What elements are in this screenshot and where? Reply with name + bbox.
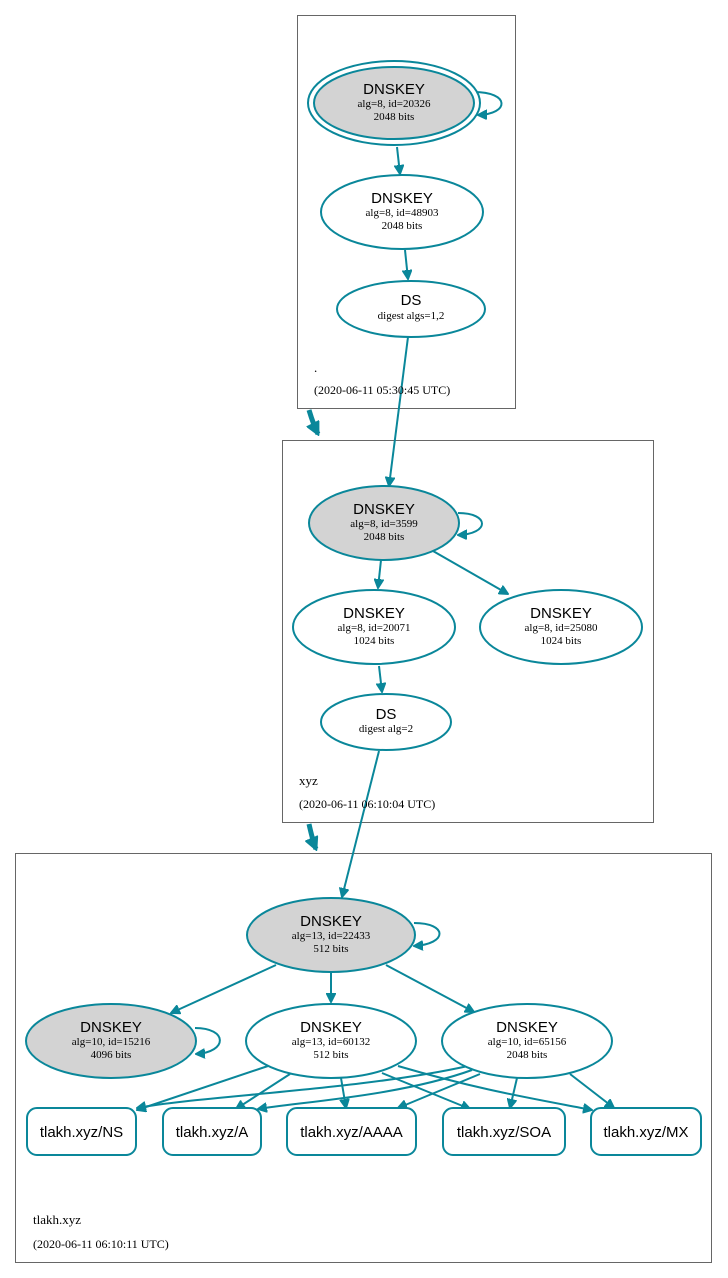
self-sign-edge-15216 <box>195 1027 221 1054</box>
node-title: DNSKEY <box>343 605 405 622</box>
node-title: DS <box>401 292 422 309</box>
zone-timestamp-xyz: (2020-06-11 06:10:04 UTC) <box>299 797 435 811</box>
node-key-size: 512 bits <box>313 1049 348 1061</box>
node-title: DNSKEY <box>300 913 362 930</box>
node-key-size: 2048 bits <box>382 220 423 232</box>
node-alg-id: alg=8, id=20326 <box>358 98 431 110</box>
rrset-node-soa: tlakh.xyz/SOA <box>442 1107 566 1156</box>
node-title: DNSKEY <box>530 605 592 622</box>
self-sign-edge-root-ksk <box>473 91 503 115</box>
node-key-size: 2048 bits <box>507 1049 548 1061</box>
node-title: DNSKEY <box>353 501 415 518</box>
dnskey-node-tlakh-15216: DNSKEY alg=10, id=15216 4096 bits <box>25 1003 197 1079</box>
delegation-arrow-xyz-tlakh <box>309 823 319 849</box>
edge-65156-soa <box>510 1077 518 1108</box>
edge-65156-mx <box>569 1073 614 1108</box>
node-digest: digest alg=2 <box>359 723 413 735</box>
edge-root-ds-xyz-ksk <box>389 336 409 486</box>
rrset-node-a: tlakh.xyz/A <box>162 1107 262 1156</box>
zone-timestamp-tlakh-xyz: (2020-06-11 06:10:11 UTC) <box>33 1237 169 1251</box>
dnskey-node-tlakh-65156: DNSKEY alg=10, id=65156 2048 bits <box>441 1003 613 1079</box>
edge-tlakh-ksk-65156 <box>385 964 474 1012</box>
rrset-node-ns: tlakh.xyz/NS <box>26 1107 137 1156</box>
zone-root <box>297 15 516 409</box>
node-key-size: 512 bits <box>313 943 348 955</box>
edge-60132-aaaa <box>341 1077 346 1108</box>
node-alg-id: alg=8, id=20071 <box>338 622 411 634</box>
rrset-label: tlakh.xyz/AAAA <box>300 1124 403 1141</box>
self-sign-edge-xyz-ksk <box>458 512 483 535</box>
dnskey-node-root-48903: DNSKEY alg=8, id=48903 2048 bits <box>320 174 484 250</box>
ds-node-xyz: DS digest alg=2 <box>320 693 452 751</box>
node-digest: digest algs=1,2 <box>378 310 445 322</box>
self-sign-edge-tlakh-ksk <box>414 922 441 946</box>
edge-root-zsk-ds <box>405 249 408 279</box>
edge-root-ksk-zsk <box>397 146 400 174</box>
edge-tlakh-ksk-15216 <box>171 964 277 1013</box>
edge-65156-a <box>258 1069 473 1109</box>
node-title: DS <box>376 706 397 723</box>
edge-65156-ns <box>137 1065 469 1108</box>
node-alg-id: alg=13, id=22433 <box>292 930 371 942</box>
node-alg-id: alg=8, id=48903 <box>366 207 439 219</box>
zone-name-root: . <box>314 360 317 375</box>
node-key-size: 1024 bits <box>354 635 395 647</box>
node-title: DNSKEY <box>80 1019 142 1036</box>
edge-xyz-zsk1-ds <box>379 665 382 692</box>
dnskey-node-tlakh-60132: DNSKEY alg=13, id=60132 512 bits <box>245 1003 417 1079</box>
rrset-label: tlakh.xyz/SOA <box>457 1124 551 1141</box>
dnskey-node-xyz-20071: DNSKEY alg=8, id=20071 1024 bits <box>292 589 456 665</box>
edge-xyz-ksk-zsk2 <box>432 550 508 594</box>
node-alg-id: alg=13, id=60132 <box>292 1036 370 1048</box>
node-key-size: 2048 bits <box>374 111 415 123</box>
rrset-label: tlakh.xyz/MX <box>603 1124 688 1141</box>
zone-name-xyz: xyz <box>299 773 318 788</box>
node-alg-id: alg=8, id=3599 <box>350 518 418 530</box>
node-alg-id: alg=10, id=15216 <box>72 1036 151 1048</box>
node-title: DNSKEY <box>363 81 425 98</box>
dnskey-node-root-20326: DNSKEY alg=8, id=20326 2048 bits <box>307 60 481 146</box>
dnskey-node-xyz-25080: DNSKEY alg=8, id=25080 1024 bits <box>479 589 643 665</box>
node-title: DNSKEY <box>371 190 433 207</box>
edge-60132-ns <box>137 1065 269 1110</box>
node-title: DNSKEY <box>496 1019 558 1036</box>
edge-65156-aaaa <box>398 1073 481 1108</box>
dnskey-node-xyz-3599: DNSKEY alg=8, id=3599 2048 bits <box>308 485 460 561</box>
rrset-label: tlakh.xyz/A <box>176 1124 249 1141</box>
edge-xyz-ds-tlakh-ksk <box>342 750 380 897</box>
node-alg-id: alg=10, id=65156 <box>488 1036 567 1048</box>
edge-xyz-ksk-zsk1 <box>378 559 381 588</box>
rrset-label: tlakh.xyz/NS <box>40 1124 123 1141</box>
delegation-arrow-root-xyz <box>309 409 321 434</box>
rrset-node-aaaa: tlakh.xyz/AAAA <box>286 1107 417 1156</box>
node-alg-id: alg=8, id=25080 <box>525 622 598 634</box>
node-title: DNSKEY <box>300 1019 362 1036</box>
rrset-node-mx: tlakh.xyz/MX <box>590 1107 702 1156</box>
ds-node-root: DS digest algs=1,2 <box>336 280 486 338</box>
zone-xyz <box>282 440 654 823</box>
node-key-size: 1024 bits <box>541 635 582 647</box>
node-key-size: 2048 bits <box>364 531 405 543</box>
dnskey-node-tlakh-22433: DNSKEY alg=13, id=22433 512 bits <box>246 897 416 973</box>
zone-tlakh-xyz <box>15 853 712 1263</box>
node-key-size: 4096 bits <box>91 1049 132 1061</box>
zone-name-tlakh-xyz: tlakh.xyz <box>33 1212 81 1227</box>
edge-60132-a <box>236 1073 291 1109</box>
zone-timestamp-root: (2020-06-11 05:30:45 UTC) <box>314 383 450 397</box>
